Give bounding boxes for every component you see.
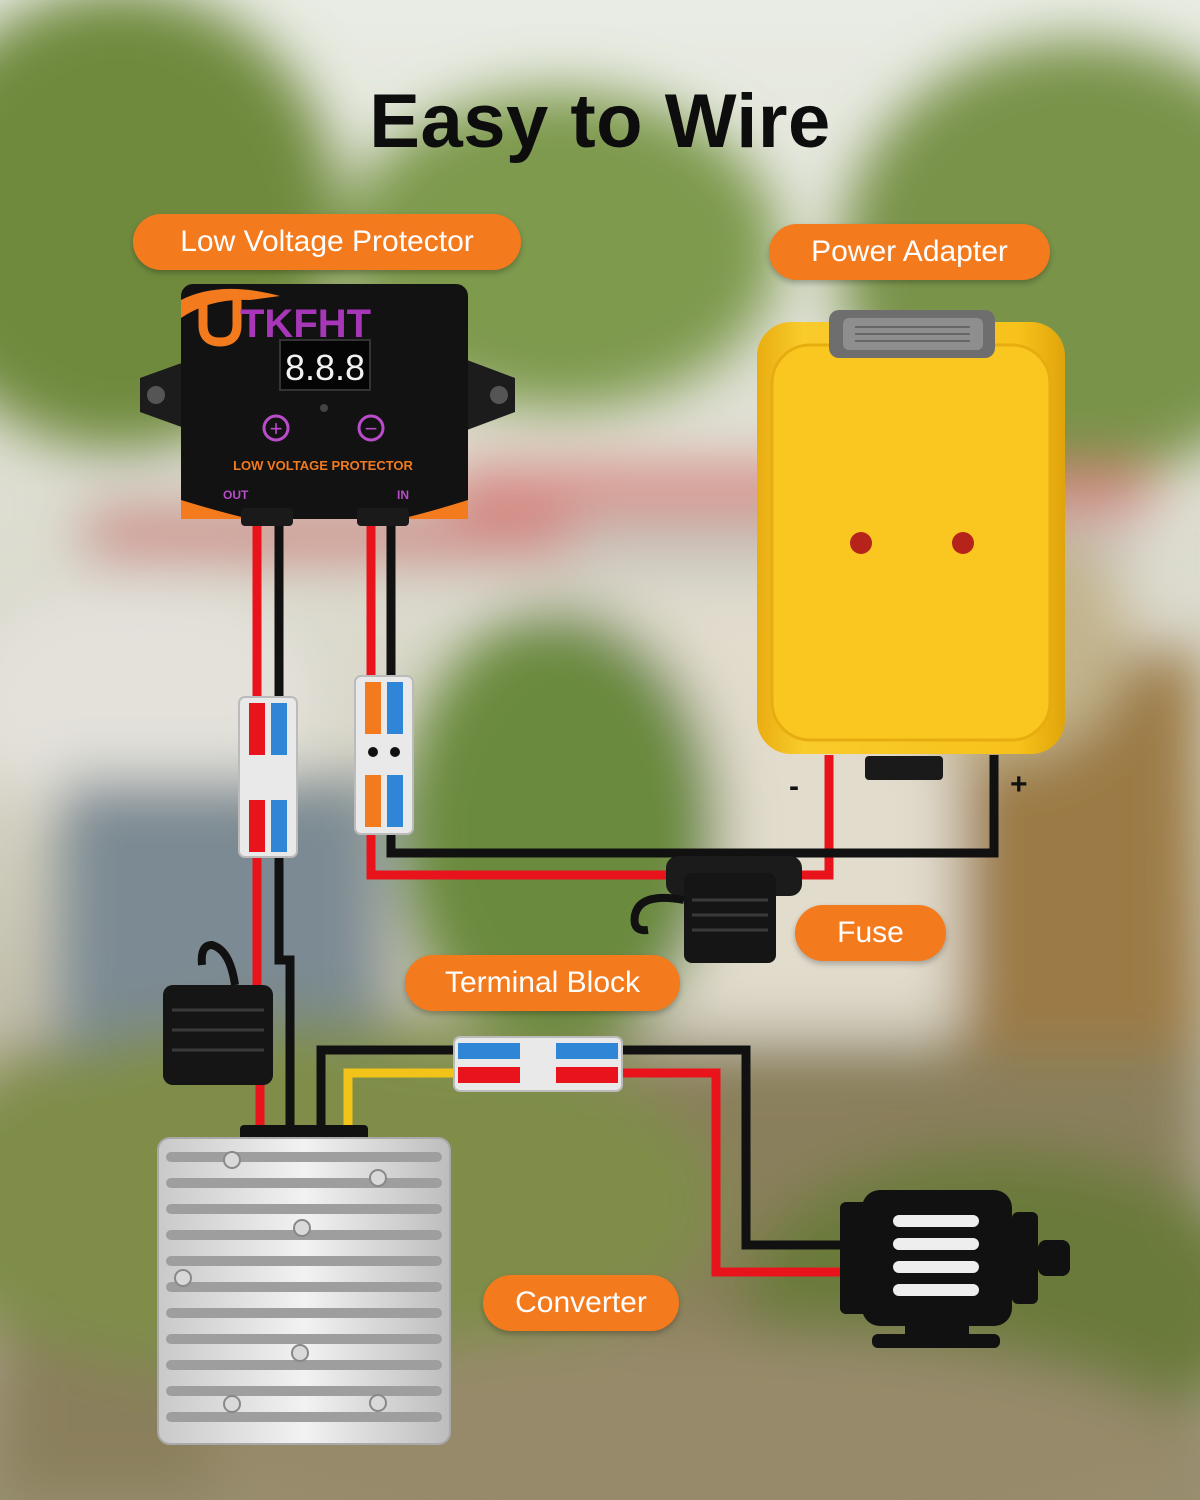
polarity-plus: +: [1010, 768, 1028, 801]
polarity-minus: -: [789, 770, 799, 803]
label-terminal-block: Terminal Block: [405, 955, 680, 1011]
device-plus-button: +: [270, 416, 283, 441]
inline-connector-in: [354, 675, 414, 835]
device-display: 8.8.8: [285, 347, 365, 388]
fuse-holder-adapter: [630, 856, 802, 963]
motor-icon: [840, 1190, 1070, 1348]
device-out-label: OUT: [223, 488, 249, 502]
label-power-adapter: Power Adapter: [769, 224, 1050, 280]
page-title: Easy to Wire: [369, 79, 831, 164]
device-name: LOW VOLTAGE PROTECTOR: [233, 458, 413, 473]
converter-device: [157, 1125, 451, 1445]
device-brand: TKFHT: [240, 302, 371, 346]
low-voltage-protector-device: [140, 284, 515, 526]
fuse-holder-converter: [163, 940, 273, 1085]
converter-output-wires: [316, 1045, 850, 1277]
label-converter: Converter: [483, 1275, 679, 1331]
device-in-label: IN: [397, 488, 409, 502]
terminal-block-device: [453, 1036, 623, 1092]
power-adapter-device: [757, 310, 1065, 780]
device-minus-button: −: [365, 416, 378, 441]
inline-connector-out: [238, 696, 298, 858]
label-fuse: Fuse: [795, 905, 946, 961]
label-low-voltage-protector: Low Voltage Protector: [133, 214, 521, 270]
